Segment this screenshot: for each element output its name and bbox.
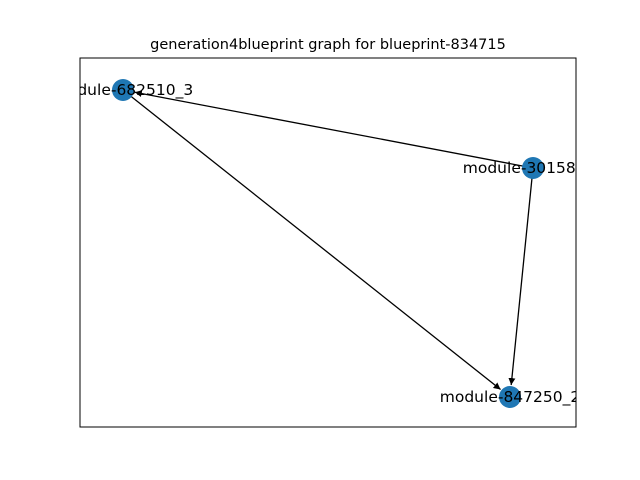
node-label: module-682510_3 [53, 81, 193, 100]
node-label: module-301584_1 [463, 159, 603, 178]
graph-node [112, 79, 134, 101]
graph-node [522, 157, 544, 179]
labels-layer: module-682510_3 module-301584_1 module-847… [53, 81, 603, 407]
edge-n1-to-n0 [134, 90, 534, 169]
node-label: module-847250_2 [440, 388, 580, 407]
edges-layer [122, 89, 534, 391]
nodes-layer [112, 79, 544, 408]
edge-n1-to-n2 [508, 167, 534, 386]
graph-node [499, 386, 521, 408]
axes-frame [79, 57, 577, 428]
graph-title: generation4blueprint graph for blueprint… [150, 37, 506, 53]
edge-n0-to-n2 [122, 89, 502, 391]
